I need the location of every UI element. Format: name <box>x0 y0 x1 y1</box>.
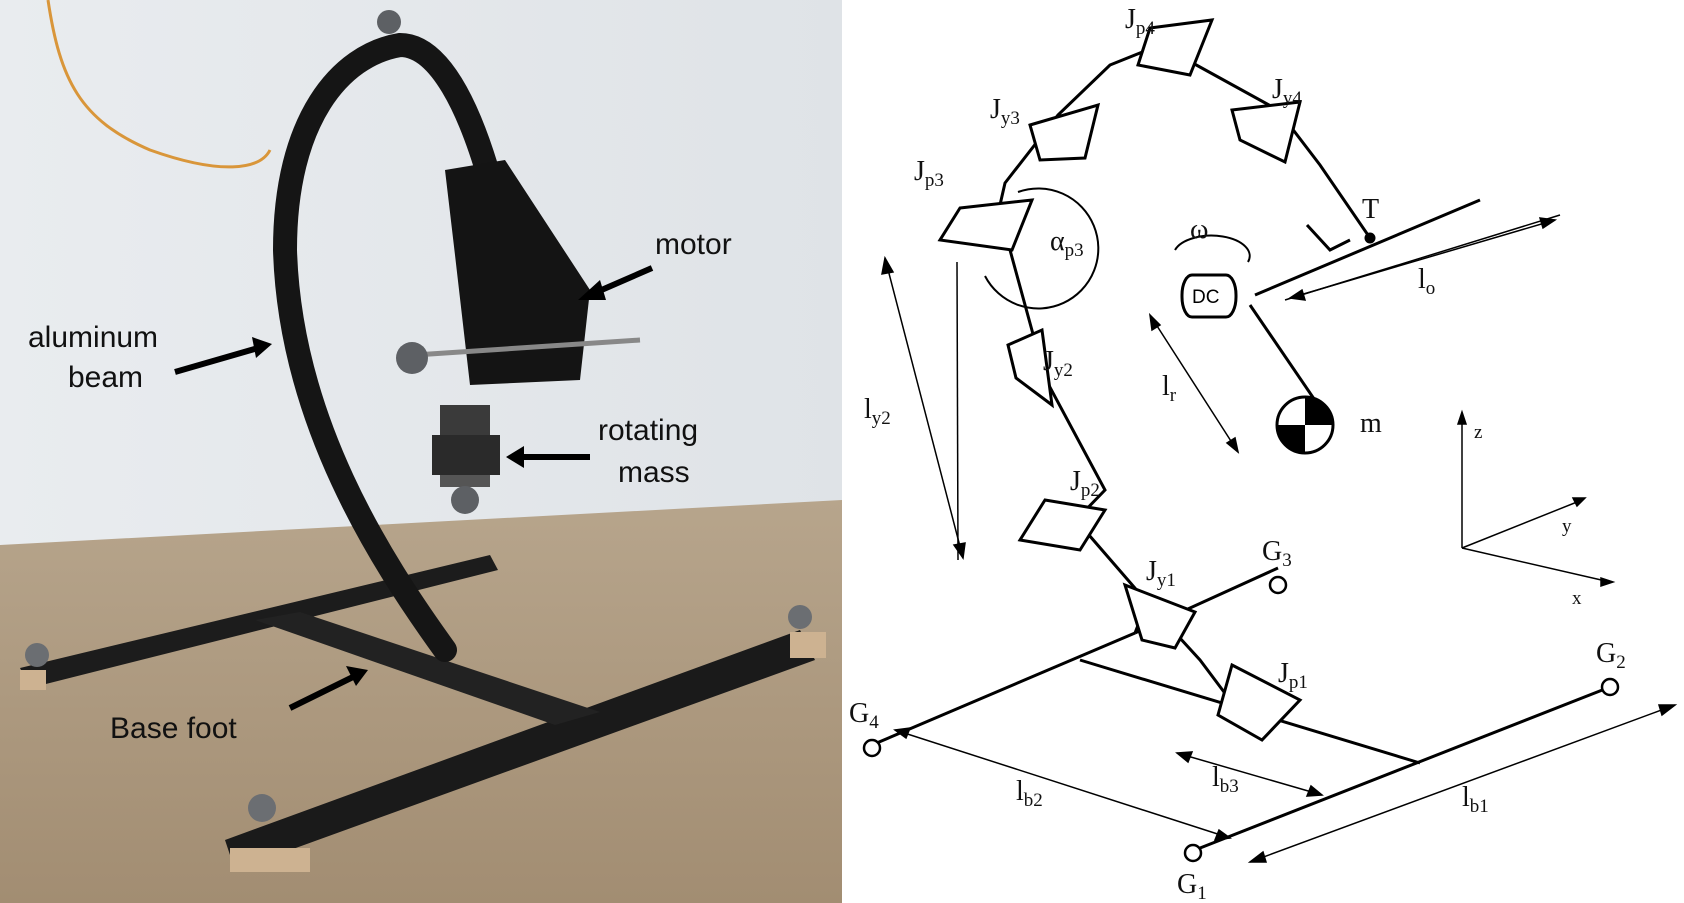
joint-jp2 <box>1017 498 1108 552</box>
prototype-photo: motor aluminum beam rotating mass Base f… <box>0 0 842 903</box>
marker-ball <box>377 10 401 34</box>
label-beam: beam <box>68 361 143 394</box>
marker-ball <box>396 342 428 374</box>
label-rotating: rotating <box>598 414 698 447</box>
arrow-aluminum-beam <box>174 345 259 375</box>
label-mass: mass <box>618 456 690 489</box>
joint-jy4 <box>1230 100 1302 165</box>
label-jy3: Jy3 <box>990 94 1020 129</box>
arrowhead-aluminum-beam <box>252 337 272 358</box>
ground-g4 <box>862 738 882 758</box>
joint-jp1 <box>1216 662 1303 742</box>
ground-g3 <box>1268 575 1288 595</box>
marker-ball <box>248 794 276 822</box>
label-jp3: Jp3 <box>914 156 944 191</box>
label-lo: lo <box>1418 264 1435 299</box>
wire <box>46 0 272 169</box>
wall-background <box>0 0 842 560</box>
motor-shaft <box>399 337 641 359</box>
label-dc: DC <box>1192 287 1219 308</box>
dc-motor <box>1180 273 1238 319</box>
joint-jp3 <box>937 198 1035 252</box>
label-jy1: Jy1 <box>1146 556 1176 591</box>
label-jy2: Jy2 <box>1043 346 1073 381</box>
ground-points <box>862 575 1620 863</box>
arrow-base-foot <box>288 673 357 711</box>
axis-label-z: z <box>1474 422 1482 443</box>
label-jy4: Jy4 <box>1272 74 1302 109</box>
label-jp1: Jp1 <box>1278 658 1308 693</box>
arrowhead-motor <box>578 280 606 300</box>
axis-label-y: y <box>1562 516 1572 537</box>
joint-jp4 <box>1136 18 1215 77</box>
point-mass-fill <box>1277 397 1333 453</box>
joint-jy1 <box>1122 582 1198 650</box>
motor-housing <box>445 160 590 385</box>
dimension-lines <box>881 214 1678 863</box>
label-m: m <box>1360 408 1382 439</box>
arrowhead-base-foot <box>346 666 368 686</box>
axis-label-x: x <box>1572 588 1582 609</box>
label-omega: ω <box>1190 214 1208 245</box>
label-lb3: lb3 <box>1212 762 1239 797</box>
end-effector <box>1180 223 1376 455</box>
label-g1: G1 <box>1177 869 1207 903</box>
arrowhead-rotating-mass <box>506 446 524 468</box>
label-g4: G4 <box>849 698 879 733</box>
rotating-mass <box>432 405 500 514</box>
label-ly2: ly2 <box>864 394 891 429</box>
label-base-foot: Base foot <box>110 712 237 745</box>
label-jp4: Jp4 <box>1125 4 1155 39</box>
coordinate-axes <box>1456 409 1616 588</box>
label-lb1: lb1 <box>1462 782 1489 817</box>
kinematic-diagram: Jp4 Jy3 Jy4 Jp3 Jy2 Jp2 Jy1 Jp1 G1 G2 G3… <box>849 4 1678 903</box>
label-alpha-p3: αp3 <box>1050 226 1084 261</box>
marker-ball <box>788 605 812 629</box>
floor <box>0 500 842 903</box>
marker-ball <box>25 643 49 667</box>
label-t: T <box>1362 194 1379 225</box>
base-foot <box>20 555 826 872</box>
aluminum-beam <box>272 32 502 662</box>
joint-symbols <box>937 18 1303 742</box>
joint-jy3 <box>1028 102 1101 162</box>
label-lr: lr <box>1162 371 1177 406</box>
ground-g1 <box>1183 843 1203 863</box>
label-lb2: lb2 <box>1016 776 1043 811</box>
label-aluminum: aluminum <box>28 321 158 354</box>
omega-arrow <box>1174 234 1251 263</box>
label-jp2: Jp2 <box>1070 466 1100 501</box>
label-motor: motor <box>655 228 732 261</box>
ground-g2 <box>1600 677 1620 697</box>
joint-jy2 <box>1006 327 1054 409</box>
label-g3: G3 <box>1262 536 1292 571</box>
alpha-arc <box>984 187 1100 310</box>
tip-point <box>1364 232 1376 244</box>
label-g2: G2 <box>1596 638 1626 673</box>
